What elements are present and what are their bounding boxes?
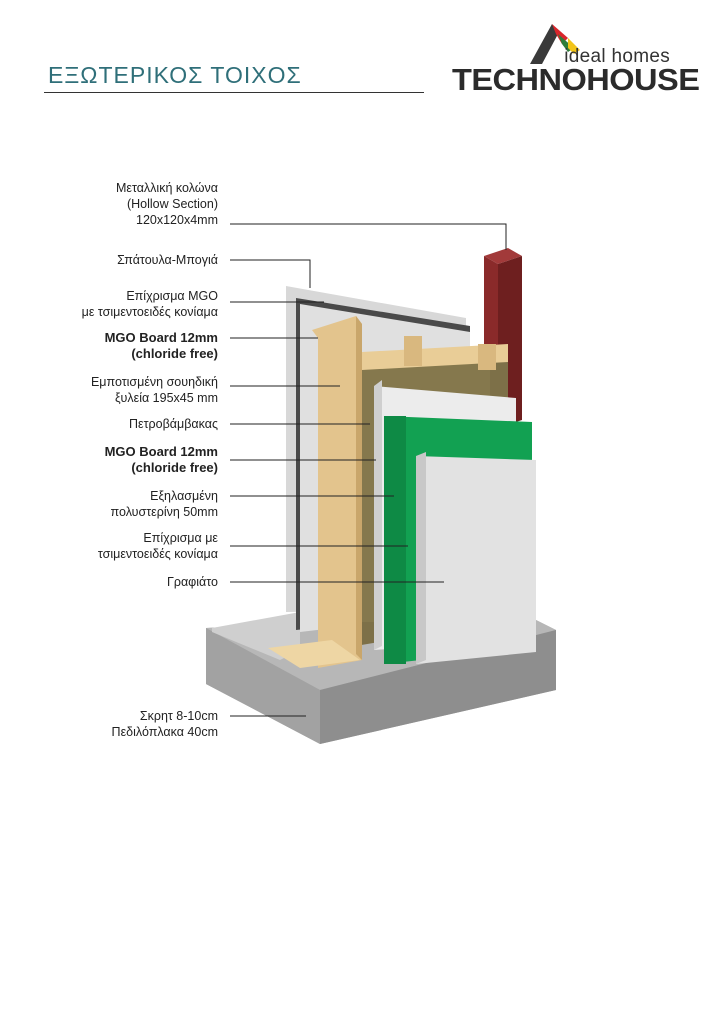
technohouse-logo: ideal homes TECHNOHOUSE	[452, 22, 700, 102]
leader-lines	[230, 223, 507, 717]
house-roof-icon	[530, 24, 580, 64]
timber-frame	[268, 316, 508, 668]
label-rockwool: Πετροβάμβακας	[129, 417, 218, 431]
logo-tagline: ideal homes	[564, 46, 670, 67]
label-mgo-board-inner: MGO Board 12mm(chloride free)	[104, 444, 218, 475]
label-mgo-board-outer: MGO Board 12mm(chloride free)	[104, 330, 218, 361]
label-grafiato: Γραφιάτο	[166, 575, 218, 589]
leader-steel-column	[230, 223, 507, 250]
leader-spatula-paint	[230, 259, 311, 288]
label-spatula-paint: Σπάτουλα-Μπογιά	[117, 253, 218, 267]
logo-brand: TECHNOHOUSE	[452, 62, 700, 97]
page-title: ΕΞΩΤΕΡΙΚΟΣ ΤΟΙΧΟΣ	[48, 62, 302, 88]
title-underline	[44, 92, 424, 93]
label-steel-column: Μεταλλική κολώνα(Hollow Section)120x120x…	[115, 181, 218, 227]
grafiato-finish	[416, 456, 536, 664]
